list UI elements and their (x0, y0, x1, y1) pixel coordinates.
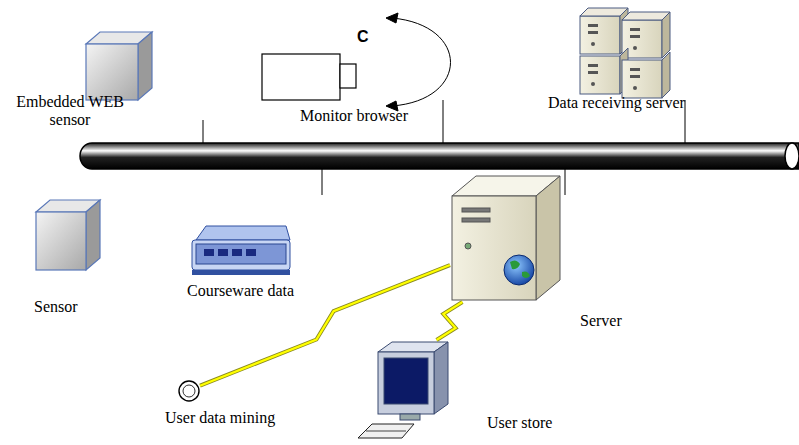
node-label: Server (580, 312, 622, 330)
node-label: Embedded WEB sensor (5, 93, 135, 130)
node-label: Sensor (34, 298, 78, 316)
workstation-icon (358, 342, 448, 438)
node-label: Courseware data (187, 282, 294, 300)
camera-icon (262, 54, 356, 100)
node-label: Data receiving server (548, 94, 685, 112)
node-label: User data mining (165, 409, 275, 427)
storage-device-icon (192, 226, 290, 275)
callout-letter: C (357, 28, 369, 46)
mouse-icon (179, 381, 199, 401)
workstation-node: User store (355, 340, 450, 440)
rack-server-icon (580, 8, 670, 98)
storage-node: Courseware data (190, 224, 292, 277)
camera-node: Monitor browser (260, 52, 358, 102)
wireless-link (437, 302, 463, 340)
sensor-node: Sensor (34, 198, 102, 272)
cube-icon (86, 32, 152, 100)
sensor-node: Embedded WEB sensor (85, 30, 153, 102)
network-bus (80, 143, 799, 169)
rotation-arrow (386, 13, 451, 111)
server-rack-node: Data receiving server (578, 8, 672, 100)
data-mining-node: User data mining (178, 380, 200, 402)
server-node: Server (450, 174, 562, 302)
cube-icon (36, 200, 100, 270)
node-label: Monitor browser (300, 107, 408, 125)
node-label: User store (487, 414, 552, 432)
server-tower-icon (452, 176, 560, 300)
